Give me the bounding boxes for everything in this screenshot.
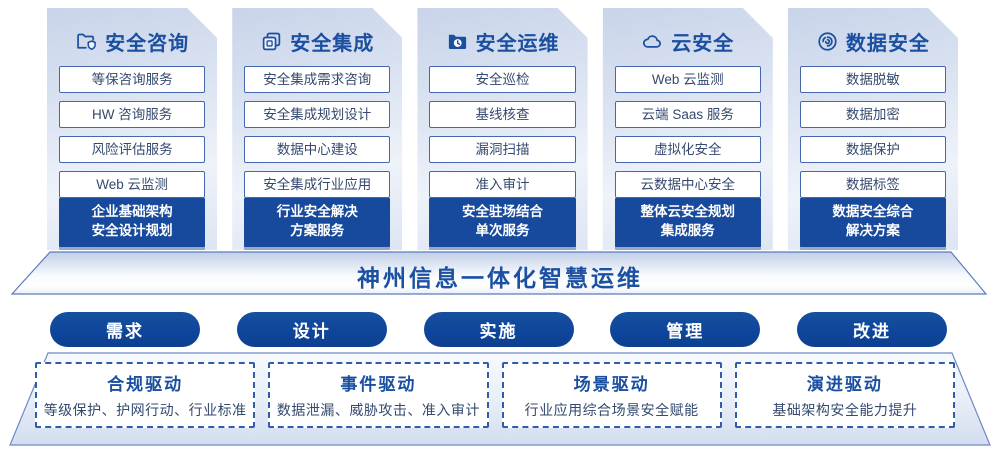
service-item: 安全集成行业应用	[244, 171, 390, 198]
process-step-pill: 实施	[423, 312, 574, 347]
service-columns: 安全咨询 等保咨询服务 HW 咨询服务风险评估服务 Web 云监测 企业基础架构安全…	[47, 8, 958, 250]
service-item: 数据标签	[800, 171, 946, 198]
driver-title: 事件驱动	[340, 375, 417, 394]
fingerprint-icon	[816, 30, 839, 53]
banner-title: 神州信息一体化智慧运维	[357, 265, 643, 291]
driver-desc: 数据泄漏、威胁攻击、准入审计	[276, 402, 480, 418]
service-item: 风险评估服务	[59, 136, 205, 163]
service-column: 安全运维 安全巡检基线核查漏洞扫描准入审计 安全驻场结合单次服务	[417, 8, 587, 250]
cloud-icon	[641, 30, 664, 53]
service-item: 安全巡检	[429, 66, 575, 93]
service-item: 数据中心建设	[244, 136, 390, 163]
service-item-list: 等保咨询服务 HW 咨询服务风险评估服务 Web 云监测	[59, 66, 205, 198]
column-header: 安全运维	[423, 28, 581, 54]
column-footer-highlight: 数据安全综合解决方案	[800, 198, 946, 247]
column-header: 数据安全	[794, 28, 952, 54]
column-title: 安全咨询	[105, 32, 190, 55]
column-title: 云安全	[671, 32, 735, 55]
driver-desc: 基础架构安全能力提升	[772, 402, 918, 418]
service-item: Web 云监测	[615, 66, 761, 93]
column-header: 云安全	[609, 28, 767, 54]
driver-title: 演进驱动	[806, 375, 883, 394]
banner: 神州信息一体化智慧运维	[0, 250, 1000, 297]
service-item: 云端 Saas 服务	[615, 101, 761, 128]
drivers-zone: 合规驱动 等级保护、护网行动、行业标准 事件驱动 数据泄漏、威胁攻击、准入审计 …	[0, 352, 1000, 447]
process-step-pill: 需求	[50, 312, 200, 347]
folder-clock-icon	[446, 30, 469, 53]
service-column: 云安全 Web 云监测云端 Saas 服务虚拟化安全云数据中心安全 整体云安全规…	[603, 8, 773, 250]
service-column: 安全咨询 等保咨询服务 HW 咨询服务风险评估服务 Web 云监测 企业基础架构安全…	[47, 8, 217, 250]
service-item: 等保咨询服务	[59, 66, 205, 93]
service-item: 云数据中心安全	[615, 171, 761, 198]
driver-box: 合规驱动 等级保护、护网行动、行业标准	[35, 362, 256, 428]
process-step-pill: 改进	[797, 312, 947, 347]
process-step-pill: 设计	[236, 312, 387, 347]
service-item: Web 云监测	[59, 171, 205, 198]
driver-box: 事件驱动 数据泄漏、威胁攻击、准入审计	[268, 362, 489, 428]
driver-title: 场景驱动	[573, 375, 650, 394]
driver-box: 演进驱动 基础架构安全能力提升	[734, 362, 955, 428]
service-item: 数据保护	[800, 136, 946, 163]
service-item: 安全集成规划设计	[244, 101, 390, 128]
service-item: HW 咨询服务	[59, 101, 205, 128]
process-steps: 需求 设计 实施 管理 改进	[50, 312, 947, 347]
service-item: 准入审计	[429, 171, 575, 198]
service-column: 安全集成 安全集成需求咨询安全集成规划设计数据中心建设安全集成行业应用 行业安全…	[232, 8, 402, 250]
service-item-list: 安全集成需求咨询安全集成规划设计数据中心建设安全集成行业应用	[244, 66, 390, 198]
documents-icon	[260, 30, 283, 53]
process-step-pill: 管理	[610, 312, 761, 347]
driver-title: 合规驱动	[107, 375, 184, 394]
column-title: 数据安全	[845, 32, 930, 55]
service-item-list: Web 云监测云端 Saas 服务虚拟化安全云数据中心安全	[615, 66, 761, 198]
column-footer-highlight: 整体云安全规划集成服务	[615, 198, 761, 247]
column-footer-highlight: 安全驻场结合单次服务	[429, 198, 575, 247]
service-item: 数据脱敏	[800, 66, 946, 93]
service-item-list: 数据脱敏数据加密数据保护数据标签	[800, 66, 946, 198]
driver-desc: 等级保护、护网行动、行业标准	[43, 402, 247, 418]
drivers-row: 合规驱动 等级保护、护网行动、行业标准 事件驱动 数据泄漏、威胁攻击、准入审计 …	[35, 362, 955, 428]
service-column: 数据安全 数据脱敏数据加密数据保护数据标签 数据安全综合解决方案	[788, 8, 958, 250]
service-item: 数据加密	[800, 101, 946, 128]
column-footer-highlight: 企业基础架构安全设计规划	[59, 198, 205, 247]
banner-trapezoid-shape	[10, 251, 988, 295]
service-item-list: 安全巡检基线核查漏洞扫描准入审计	[429, 66, 575, 198]
service-item: 漏洞扫描	[429, 136, 575, 163]
column-footer-highlight: 行业安全解决方案服务	[244, 198, 390, 247]
column-title: 安全运维	[475, 32, 560, 55]
column-title: 安全集成	[290, 32, 375, 55]
service-item: 基线核查	[429, 101, 575, 128]
driver-desc: 行业应用综合场景安全赋能	[524, 402, 699, 418]
service-item: 虚拟化安全	[615, 136, 761, 163]
column-header: 安全集成	[238, 28, 396, 54]
folder-shield-icon	[75, 30, 98, 53]
column-header: 安全咨询	[53, 28, 211, 54]
driver-box: 场景驱动 行业应用综合场景安全赋能	[501, 362, 722, 428]
service-item: 安全集成需求咨询	[244, 66, 390, 93]
